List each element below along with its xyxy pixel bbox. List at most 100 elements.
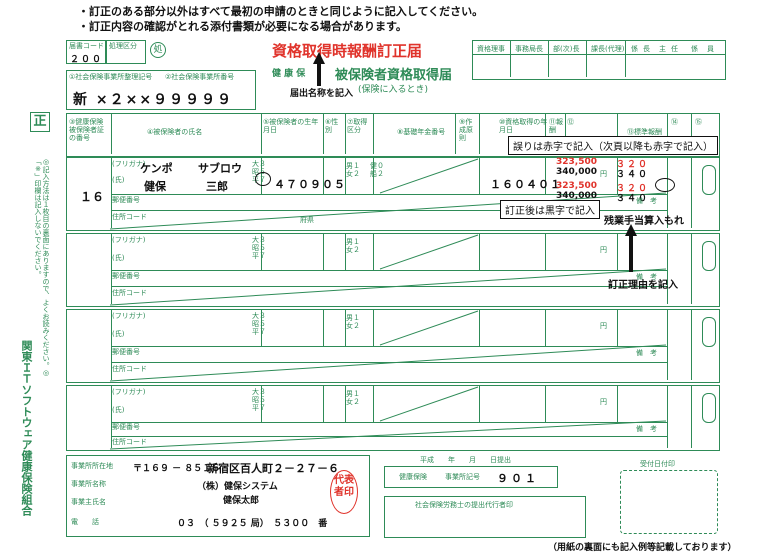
col-header-7: ⑦取得区分 [347, 118, 368, 134]
row1-remark-label: 備 考 [636, 197, 657, 205]
black-correction-annotation: 訂正後は黒字で記入 [500, 200, 600, 219]
footer-address: 新宿区百人町２－２７－６ [207, 462, 339, 475]
row3-sex-options: 男１ 女２ [346, 314, 360, 330]
footer-agent-label: 社会保険労務士の提出代行者印 [415, 501, 513, 509]
row3-furigana-label: (フリガナ) [112, 312, 146, 320]
row1-era-circle [255, 172, 271, 186]
footer-office-symbol-label: 事業所記号 [445, 473, 480, 481]
row2-yen: 円 [600, 246, 607, 254]
title-arrow-icon [313, 52, 325, 86]
row1-std-correct-1: ３４０ [616, 170, 650, 180]
row1-given-name: 三郎 [206, 180, 228, 193]
footer-insurance-label: 健康保険 [399, 473, 427, 481]
col-header-9: ⑨作成原則 [459, 118, 473, 142]
approval-7: 主 [659, 45, 666, 53]
title-annotation: 届出名称を記入 [290, 89, 354, 99]
approval-8: 任 [671, 45, 678, 53]
col-header-14: ⑭ [671, 118, 678, 126]
row4-furigana-label: (フリガナ) [112, 388, 146, 396]
row2-round-mark [702, 241, 716, 271]
row2-address-label: 住所コード [112, 289, 147, 297]
approval-3: 部(次)長 [553, 45, 580, 53]
footer-submit-date: 平成 年 月 日提出 [420, 456, 511, 464]
footer-received-label: 受付日付印 [640, 460, 675, 468]
row2-name-label: (氏) [112, 254, 125, 262]
row1-std-wrong-1: ３２０ [616, 160, 650, 170]
row1-yen-1: 円 [600, 170, 607, 178]
row1-pref-label: 府県 [300, 216, 314, 224]
office-number-box: ①社会保険事業所整理記号 ②社会保険事業所番号 新 ×２××９９９９９ [66, 70, 256, 110]
representative-seal-stamp: 代表者印 [330, 470, 358, 514]
footer-phone: ０３ （ ５９２５ 局） ５３００ 番 [177, 519, 328, 529]
footer-postal: 〒１６９ － ８５１６ [133, 464, 221, 474]
row1-number: １６ [80, 190, 105, 204]
reason-arrow-icon [625, 224, 637, 272]
col-header-12: ⑫ [567, 118, 574, 126]
footer-agent-box: 社会保険労務士の提出代行者印 [384, 496, 586, 538]
col-header-5: ⑤被保険者の生年月日 [263, 118, 319, 134]
footer-owner-label: 事業主氏名 [71, 498, 106, 506]
row3-postal-label: 郵便番号 [112, 348, 140, 356]
row4-address-label: 住所コード [112, 438, 147, 446]
office-code-box: 届書コード ２００ [66, 40, 106, 65]
footer-phone-label: 電 話 [71, 518, 99, 526]
row1-rem-correct-2: 340,000 [556, 191, 597, 201]
footer-symbol-box: 健康保険 事業所記号 ９０１ [384, 466, 558, 488]
approval-6: 長 [643, 45, 650, 53]
approval-9: 係 [691, 45, 698, 53]
circle-mark: 処 [150, 42, 166, 58]
instruction-line-1: ・訂正のある部分以外はすべて最初の申請のときと同じように記入してください。 [78, 5, 484, 18]
col-header-3: ③健康保険被保険者証の番号 [69, 118, 104, 142]
instruction-line-2: ・訂正内容の確認がとれる添付書類が必要になる場合があります。 [78, 20, 407, 33]
main-title: 被保険者資格取得届 [335, 68, 453, 83]
row4-remark-label: 備 考 [636, 425, 657, 433]
office-code-value: ２００ [70, 55, 104, 65]
row1-acq-date: １６０４０１ [490, 178, 562, 191]
footer-office-symbol-value: ９０１ [497, 472, 539, 485]
footer-name-label: 事業所名称 [71, 480, 106, 488]
approval-4: 課長(代理) [591, 45, 625, 53]
correction-title: 資格取得時報酬訂正届 [272, 42, 423, 60]
reason-note: 残業手当算入もれ [604, 216, 684, 227]
office-code-label: 届書コード [69, 42, 104, 50]
subtitle: (保険に入るとき) [358, 85, 429, 95]
side-organization: 関東ＩＴソフトウェア健康保険組合 [20, 340, 33, 516]
row1-kana-given: サブロウ [198, 162, 242, 175]
approval-2: 事務局長 [515, 45, 543, 53]
footer-company-block: 事業所所在地 〒１６９ － ８５１６ 新宿区百人町２－２７－６ 事業所名称 （株… [66, 455, 370, 537]
row1-postal-label: 郵便番号 [112, 196, 140, 204]
row1-rem-correct-1: 340,000 [556, 167, 597, 177]
approval-10: 員 [707, 45, 714, 53]
footer-back-note: （用紙の裏面にも記入例等記載しております） [548, 543, 737, 553]
row1-round-mark [702, 165, 716, 195]
footer-owner: 健保太郎 [223, 496, 260, 506]
row1-acq-options: 健０ 船２ [370, 162, 384, 178]
col-header-8: ⑧基礎年金番号 [397, 128, 446, 136]
row1-kana-surname: ケンポ [140, 162, 173, 175]
col-header-13: ⑬標準報酬 [627, 128, 662, 136]
row4-yen: 円 [600, 398, 607, 406]
red-correction-annotation: 誤りは赤字で記入（次頁以降も赤字で記入） [508, 136, 718, 155]
footer-address-label: 事業所所在地 [71, 462, 113, 470]
col-header-15: ⑮ [695, 118, 702, 126]
row4-era-options: 大３ 昭５ 平７ [252, 388, 266, 412]
row2-furigana-label: (フリガナ) [112, 236, 146, 244]
process-box: 処理区分 [106, 40, 146, 64]
row2-postal-label: 郵便番号 [112, 272, 140, 280]
column-header-band: ③健康保険被保険者証の番号 ④被保険者の氏名 ⑤被保険者の生年月日 ⑥性別 ⑦取… [66, 113, 720, 157]
row1-surname: 健保 [144, 180, 166, 193]
row2-remark-label: 備 考 [636, 273, 657, 281]
row1-birth-date: ４７０９０５ [274, 178, 346, 191]
row1-furigana-label: (フリガナ) [112, 160, 146, 168]
office-number-value: 新 ×２××９９９９９ [73, 92, 234, 108]
row3-remark-label: 備 考 [636, 349, 657, 357]
row3-era-options: 大３ 昭５ 平７ [252, 312, 266, 336]
side-instructions: ◎記入方法は１枚目の裏面にありますので、よくお読みください。◎「※」印欄は記入し… [34, 158, 50, 377]
footer-company: （株）健保システム [197, 482, 278, 492]
col-header-4: ④被保険者の氏名 [147, 128, 203, 136]
row2-sex-options: 男１ 女２ [346, 238, 360, 254]
office-number-label-2: ②社会保険事業所番号 [165, 73, 235, 81]
reason-instruction: 訂正理由を記入 [608, 280, 678, 291]
row3-round-mark [702, 317, 716, 347]
row1-name-label: (氏) [112, 176, 125, 184]
